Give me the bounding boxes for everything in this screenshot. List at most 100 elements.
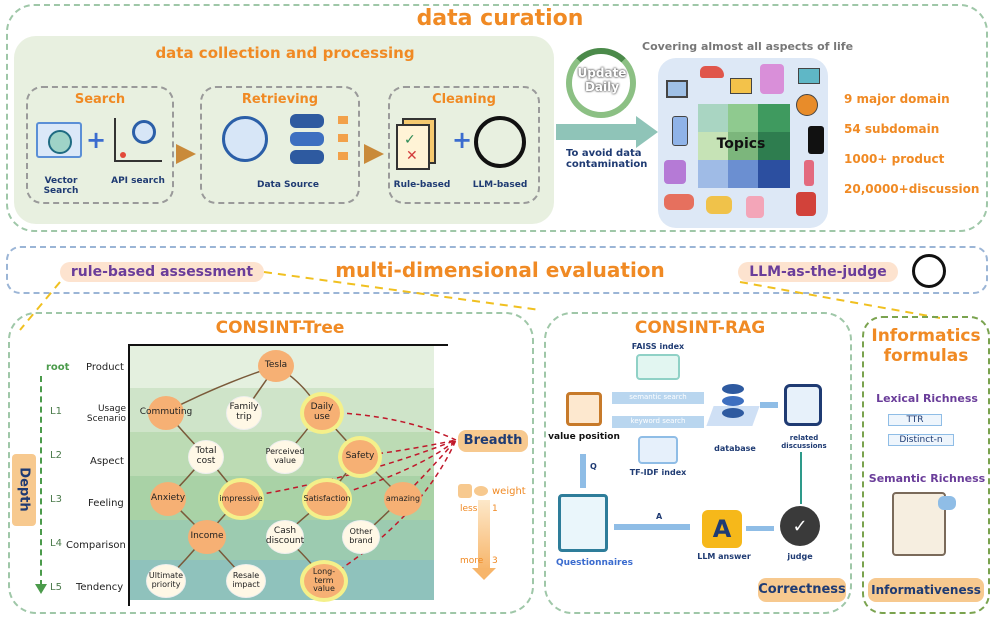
info-frame (862, 316, 990, 614)
distinct-n-box: Distinct-n (888, 434, 954, 446)
phone-icon (672, 116, 688, 146)
evaluation-title: multi-dimensional evaluation (335, 258, 665, 282)
llm-based-label: LLM-based (472, 180, 528, 190)
database-stack-icon (290, 114, 330, 170)
car-icon (664, 194, 694, 210)
node-other-brand: Other brand (342, 520, 380, 554)
node-tesla: Tesla (258, 350, 294, 382)
collection-panel (14, 36, 554, 224)
node-income: Income (188, 520, 226, 554)
topics-heatmap (698, 104, 790, 188)
arrow-to-discussions-icon (760, 402, 778, 408)
plus-icon: + (86, 126, 107, 154)
keyword-search-bar (612, 416, 704, 428)
level-l3: L3 (50, 494, 62, 505)
database-icon (706, 384, 760, 430)
basketball-icon (796, 94, 818, 116)
luggage-icon (664, 160, 686, 184)
evaluation-bar (6, 246, 988, 294)
weight-label: weight (492, 486, 526, 497)
refresh-cycle-icon (566, 48, 636, 118)
depth-arrow-icon (35, 584, 47, 594)
value-position-icon (566, 392, 602, 426)
arrow-to-answer-icon (614, 524, 690, 530)
scroll-document-icon (892, 492, 946, 556)
rule-based-pill: rule-based assessment (60, 262, 264, 282)
semantic-richness-label: Semantic Richness (868, 472, 986, 485)
api-search-label: API search (111, 176, 165, 186)
covering-label: Covering almost all aspects of life (642, 40, 854, 53)
eye-icon (474, 486, 488, 496)
semantic-search-label: semantic search (629, 393, 687, 401)
data-source-label: Data Source (256, 180, 319, 190)
search-box (26, 86, 174, 204)
correctness-badge: Correctness (758, 578, 846, 602)
info-title: Informatics formulas (871, 326, 981, 366)
data-curation-frame (6, 4, 988, 232)
rag-frame (544, 312, 852, 614)
hierarchy-icon (334, 112, 350, 164)
judge-icon: ✓ (780, 506, 820, 546)
avoid-contamination-label: To avoid data contamination (566, 148, 648, 170)
update-daily-label: Update Daily (577, 66, 627, 94)
faiss-label: FAISS index (631, 342, 685, 351)
cleaning-title: Cleaning (432, 92, 496, 107)
node-amazing: amazing (384, 482, 422, 516)
semantic-search-bar (612, 392, 704, 404)
level-l2: L2 (50, 450, 62, 461)
node-long-term-value: Long-term value (304, 564, 344, 598)
topics-label: Topics (716, 136, 766, 152)
less-label: less (460, 504, 478, 514)
node-daily-use: Daily use (304, 396, 340, 430)
stat-product: 1000+ product (844, 152, 945, 166)
q-label: Q (590, 462, 597, 471)
stat-subdomain: 54 subdomain (844, 122, 940, 136)
thumbs-up-icon (458, 484, 472, 498)
radio-icon (798, 68, 820, 84)
stat-domain: 9 major domain (844, 92, 950, 106)
stat-discussion: 20,0000+discussion (844, 182, 980, 196)
cleaning-box (388, 86, 540, 204)
node-resale-impact: Resale impact (226, 564, 266, 598)
arrow-up-icon (580, 454, 586, 488)
row-name-tendency: Tendency (76, 582, 124, 593)
lipstick-icon (804, 160, 814, 186)
row-name-product: Product (86, 362, 124, 373)
node-impressive: impressive (219, 482, 263, 516)
judge-label: judge (787, 552, 813, 561)
faiss-icon (636, 354, 680, 380)
value-position-label: value position (548, 432, 620, 442)
scooter-icon (706, 196, 732, 214)
openai-logo-icon (474, 116, 526, 168)
search-title: Search (74, 92, 126, 107)
perfume-icon (746, 196, 764, 218)
collection-title: data collection and processing (155, 44, 415, 62)
globe-icon (222, 116, 268, 162)
jacket-icon (760, 64, 784, 94)
level-l5: L5 (50, 582, 62, 593)
flow-arrow-head-icon (636, 116, 658, 148)
llm-answer-icon: A (702, 510, 742, 548)
weight-scale-bar (478, 500, 490, 570)
plus-icon-2: + (452, 126, 473, 154)
tfidf-icon (638, 436, 678, 464)
level-root: root (46, 362, 70, 373)
rule-based-label: Rule-based (393, 180, 451, 190)
rag-title: CONSINT-RAG (634, 318, 766, 338)
row-name-feeling: Feeling (88, 498, 124, 509)
node-anxiety: Anxiety (150, 482, 186, 516)
depth-line (40, 376, 42, 586)
retrieving-title: Retrieving (241, 92, 319, 107)
node-family-trip: Family trip (226, 396, 262, 430)
robot-icon (796, 192, 816, 216)
arrow-right-icon-2 (364, 144, 384, 164)
arrow-down-to-judge-icon (800, 452, 802, 504)
arrow-to-judge-icon (746, 526, 774, 531)
tfidf-label: TF-IDF index (629, 468, 687, 477)
flow-arrow-icon (556, 124, 636, 140)
tree-frame (8, 312, 534, 614)
keyword-search-label: keyword search (630, 417, 686, 425)
informativeness-badge: Informativeness (868, 578, 984, 602)
database-label: database (714, 444, 756, 453)
